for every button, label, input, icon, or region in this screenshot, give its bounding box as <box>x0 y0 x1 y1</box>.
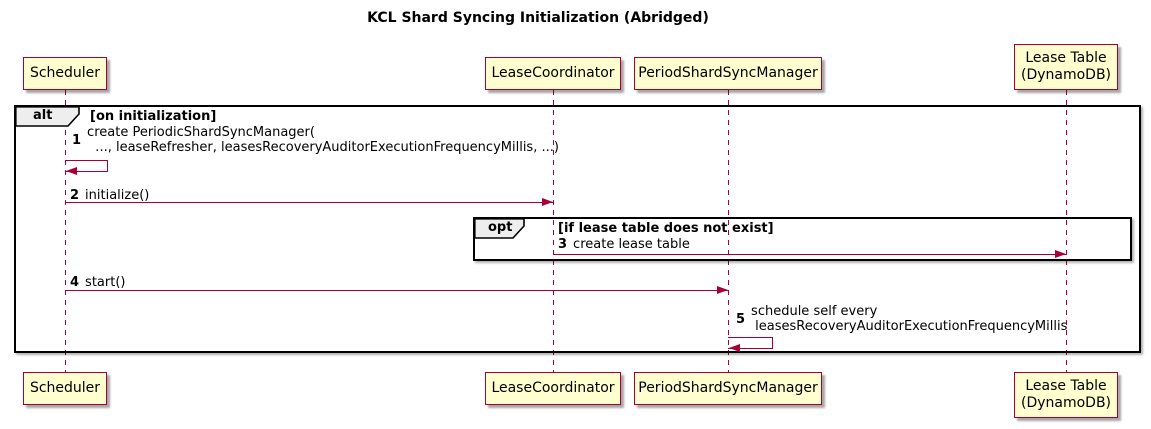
message-5-arrowhead-icon <box>729 344 740 352</box>
participant-leasecoordinator-bottom: LeaseCoordinator <box>485 372 621 405</box>
message-1-self-arrow <box>65 160 108 172</box>
participant-leasetable-top: Lease Table (DynamoDB) <box>1014 44 1118 90</box>
participant-leasetable-bottom: Lease Table (DynamoDB) <box>1014 372 1118 418</box>
message-4-arrowhead-icon <box>717 286 728 294</box>
participant-periodshardsyncmanager-bottom: PeriodShardSyncManager <box>634 372 822 405</box>
message-2-arrowhead-icon <box>542 198 553 206</box>
opt-frame-guard: [if lease table does not exist] <box>558 221 774 236</box>
message-1-text: create PeriodicShardSyncManager( ..., le… <box>87 125 559 155</box>
message-5-number: 5 <box>736 311 746 327</box>
message-3-label: 3 create lease table <box>558 237 690 252</box>
message-1-label: 1 create PeriodicShardSyncManager( ..., … <box>72 125 559 155</box>
alt-frame-tab-icon <box>15 106 80 127</box>
message-4-number: 4 <box>70 275 80 290</box>
message-2-label: 2 initialize() <box>70 188 149 203</box>
message-3-arrowhead-icon <box>1055 250 1066 258</box>
lifeline-periodshardsyncmanager <box>728 90 729 372</box>
participant-periodshardsyncmanager-top: PeriodShardSyncManager <box>634 57 822 90</box>
message-3-text: create lease table <box>573 237 690 252</box>
lifeline-scheduler <box>65 90 66 372</box>
lifeline-leasetable <box>1066 90 1067 372</box>
message-2-arrow <box>65 202 553 203</box>
message-2-text: initialize() <box>85 188 150 203</box>
message-1-number: 1 <box>72 132 82 148</box>
message-5-label: 5 schedule self every leasesRecoveryAudi… <box>736 304 1067 334</box>
message-2-number: 2 <box>70 188 80 203</box>
opt-frame-keyword: opt <box>488 220 513 235</box>
message-4-label: 4 start() <box>70 275 125 290</box>
message-5-text: schedule self every leasesRecoveryAudito… <box>751 304 1068 334</box>
message-1-arrowhead-icon <box>66 167 77 175</box>
alt-frame-keyword: alt <box>33 108 53 123</box>
message-5-self-arrow <box>728 337 773 349</box>
diagram-title: KCL Shard Syncing Initialization (Abridg… <box>367 10 709 26</box>
participant-scheduler-bottom: Scheduler <box>23 372 107 405</box>
alt-frame: alt [on initialization] <box>14 105 1141 353</box>
message-4-text: start() <box>85 275 126 290</box>
lifeline-leasecoordinator <box>553 90 554 372</box>
alt-frame-guard: [on initialization] <box>90 109 217 124</box>
participant-scheduler-top: Scheduler <box>23 57 107 90</box>
message-3-number: 3 <box>558 237 568 252</box>
message-3-arrow <box>553 254 1066 255</box>
opt-frame: opt [if lease table does not exist] <box>473 217 1132 261</box>
opt-frame-tab-icon <box>474 218 525 239</box>
message-4-arrow <box>65 290 728 291</box>
participant-leasecoordinator-top: LeaseCoordinator <box>485 57 621 90</box>
